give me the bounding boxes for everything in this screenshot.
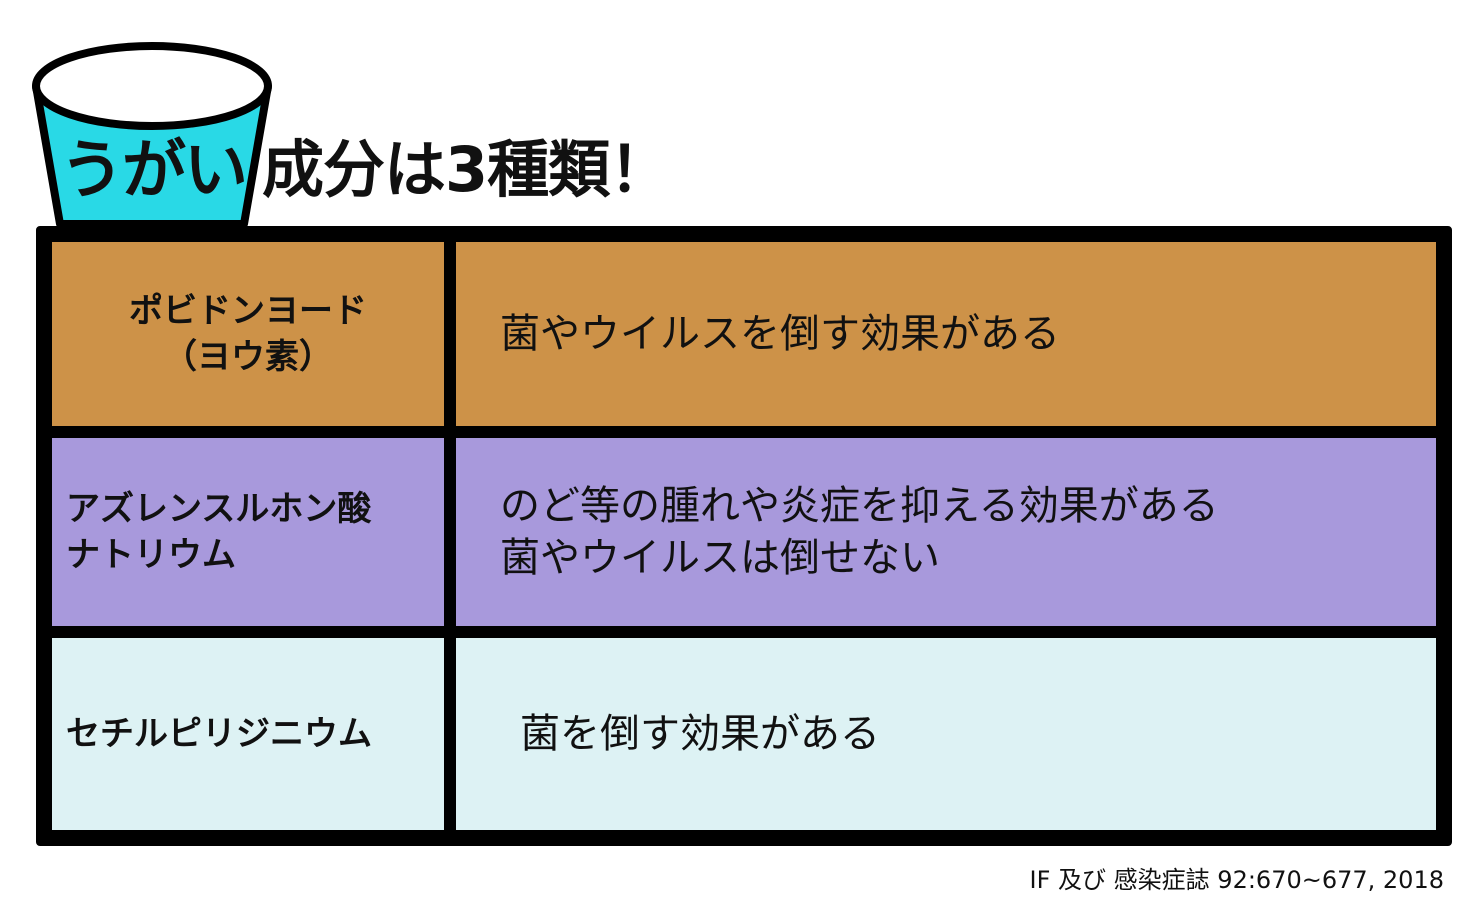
desc-line: 菌やウイルスは倒せない: [500, 535, 940, 581]
ingredient-name-azulene: アズレンスルホン酸 ナトリウム: [52, 438, 444, 626]
name-line: ポビドンヨード: [129, 291, 367, 331]
desc-line: 菌を倒す効果がある: [520, 711, 880, 757]
ingredient-name-cetylpyridinium: セチルピリジニウム: [52, 638, 444, 830]
ingredient-effect-azulene: のど等の腫れや炎症を抑える効果がある 菌やウイルスは倒せない: [456, 438, 1436, 626]
cup-illustration: [32, 42, 272, 228]
ingredient-effect-povidone-iodine: 菌やウイルスを倒す効果がある: [456, 242, 1436, 426]
title-cup-word: うがい: [60, 134, 248, 208]
ingredient-name-povidone-iodine: ポビドンヨード （ヨウ素）: [52, 242, 444, 426]
name-line: ナトリウム: [66, 535, 236, 575]
ingredients-table: ポビドンヨード （ヨウ素） 菌やウイルスを倒す効果がある アズレンスルホン酸 ナ…: [36, 226, 1452, 846]
name-line: アズレンスルホン酸: [66, 489, 372, 529]
source-citation: IF 及び 感染症誌 92:670~677, 2018: [1029, 866, 1444, 894]
name-line: セチルピリジニウム: [66, 714, 372, 754]
desc-line: のど等の腫れや炎症を抑える効果がある: [500, 483, 1219, 529]
page-title: 成分は3種類！: [262, 133, 671, 206]
desc-line: 菌やウイルスを倒す効果がある: [500, 311, 1060, 357]
ingredient-effect-cetylpyridinium: 菌を倒す効果がある: [456, 638, 1436, 830]
name-line: （ヨウ素）: [163, 337, 333, 377]
